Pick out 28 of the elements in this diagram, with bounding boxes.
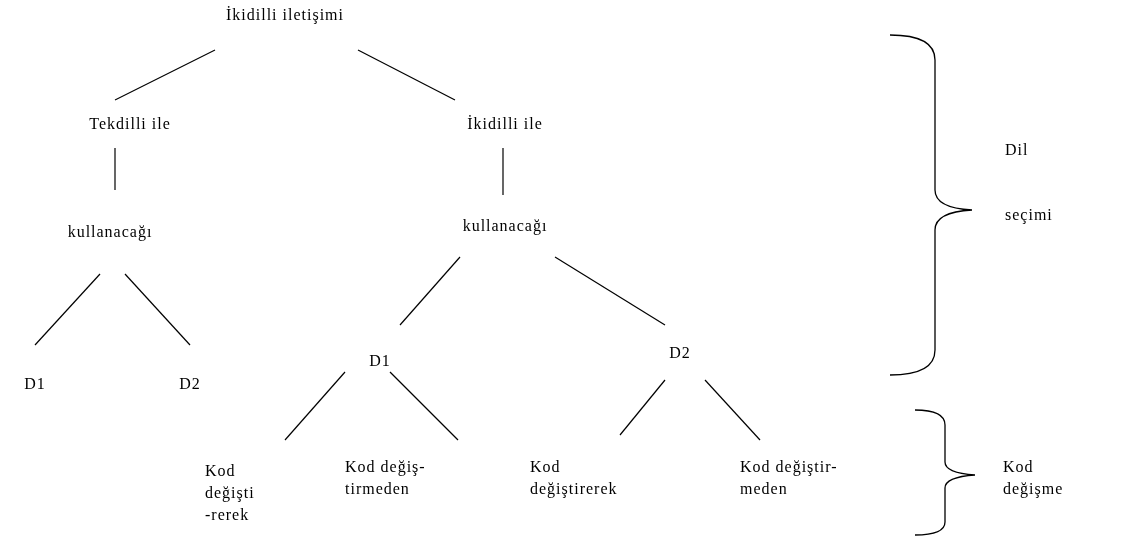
connector-line xyxy=(704,379,761,441)
group-label: Dil xyxy=(1005,140,1029,160)
node-text: kullanacağı xyxy=(462,216,548,237)
node-text: D1 xyxy=(24,374,46,394)
connector-line xyxy=(502,147,504,196)
connector-line xyxy=(399,256,461,326)
connector-line xyxy=(114,49,216,101)
node-text: Kod değiş- tirmeden xyxy=(345,457,427,499)
connector-line xyxy=(34,273,101,346)
node-text: D2 xyxy=(179,374,201,394)
connector-line xyxy=(114,147,116,191)
group-label: Kod değişme xyxy=(1003,457,1065,500)
node-text: Tekdilli ile xyxy=(89,114,171,134)
node-text: Kod değişti -rerek xyxy=(205,461,256,525)
node-text: D1 xyxy=(369,351,391,371)
node-text: İkidilli iletişimi xyxy=(226,5,344,26)
node-text: İkidilli ile xyxy=(467,114,543,134)
connector-line xyxy=(357,49,456,101)
group-label: seçimi xyxy=(1005,205,1053,226)
node-text: D2 xyxy=(669,342,691,363)
connector-line xyxy=(619,379,666,436)
connector-line xyxy=(284,371,346,441)
connector-line xyxy=(389,371,459,441)
node-text: kullanacağı xyxy=(67,222,153,243)
connector-line xyxy=(554,256,666,326)
node-text: Kod değiştirerek xyxy=(530,457,619,500)
connector-line xyxy=(124,273,191,346)
node-text: Kod değiştir- meden xyxy=(740,457,839,499)
